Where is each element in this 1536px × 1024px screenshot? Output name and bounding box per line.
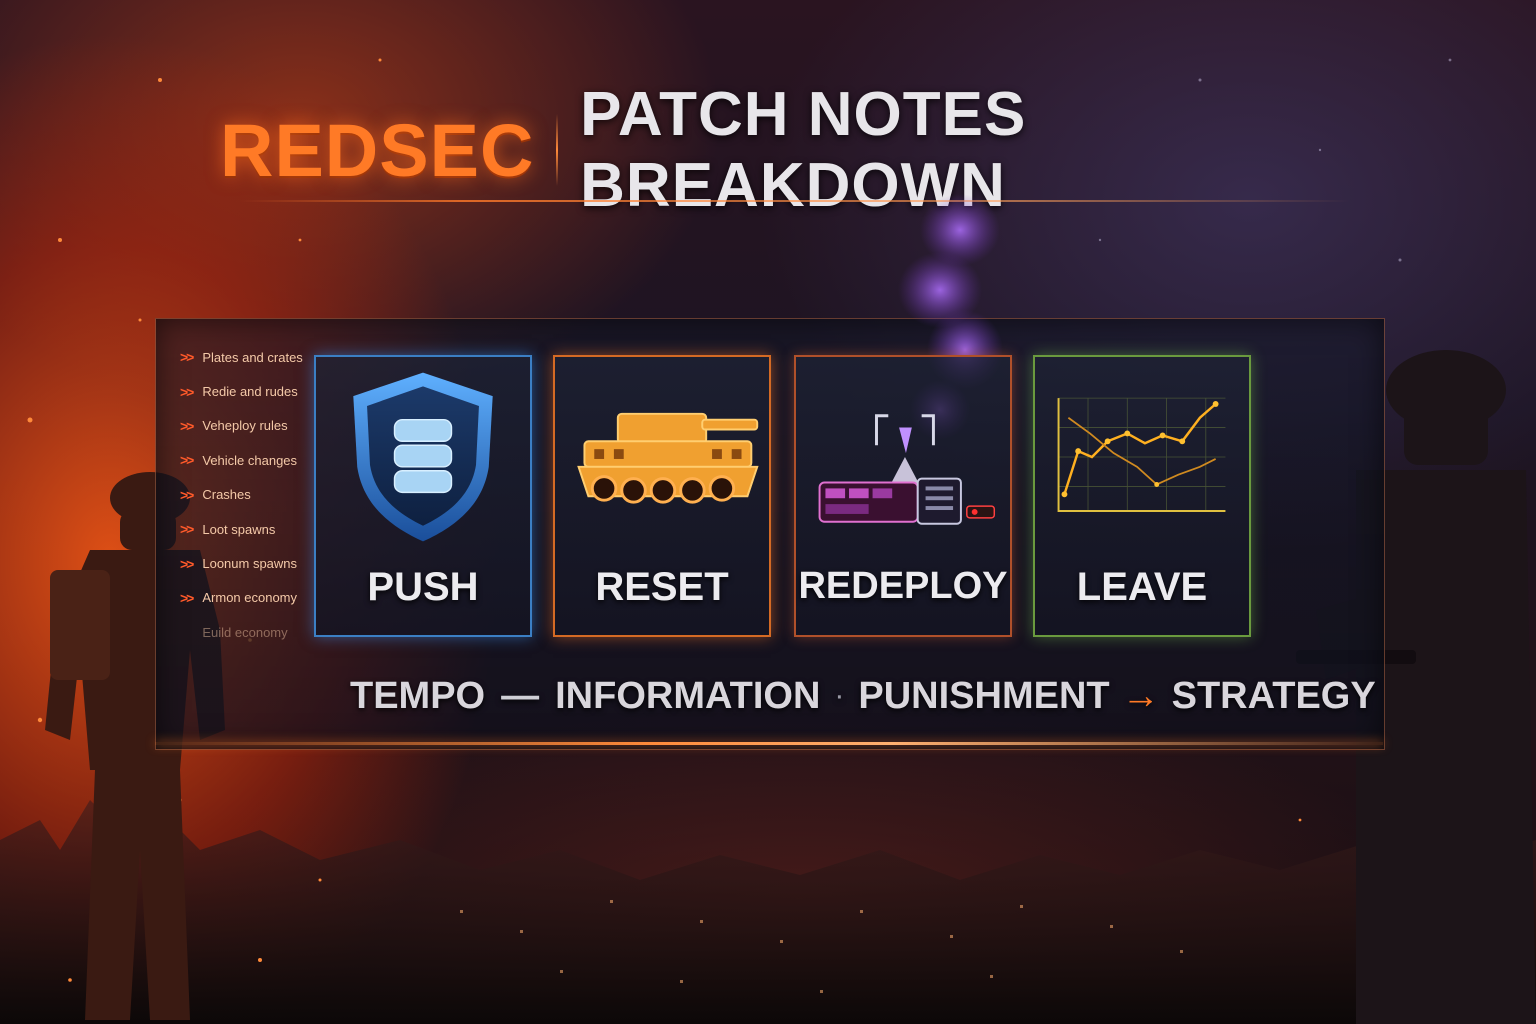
- tagline-information: INFORMATION: [555, 674, 821, 717]
- chevron-right-icon: >>: [180, 349, 194, 366]
- tagline-dash: —: [501, 674, 540, 717]
- chevron-right-icon: >>: [180, 417, 194, 434]
- city-skyline-background: [0, 800, 1536, 1024]
- redeploy-station-icon: [818, 414, 996, 525]
- card-reset: RESET: [553, 355, 771, 637]
- list-item: >>Crashes: [180, 486, 251, 503]
- list-item: >>Loot spawns: [180, 521, 276, 538]
- chevron-right-icon: >>: [180, 383, 194, 400]
- tagline-dot: ·: [834, 679, 845, 712]
- brand-title: REDSEC: [220, 108, 535, 192]
- title-row: REDSEC PATCH NOTES BREAKDOWN: [220, 80, 1360, 220]
- tagline-punishment: PUNISHMENT: [858, 674, 1110, 717]
- card-push: PUSH: [314, 355, 532, 637]
- list-item: >>Redie and rudes: [180, 383, 298, 400]
- chevron-right-icon: >>: [180, 589, 194, 606]
- panel-glow-line: [155, 742, 1383, 745]
- list-item: >>Vehicle changes: [180, 452, 298, 469]
- chevron-right-icon: >>: [180, 452, 194, 469]
- line-graph-icon: [1057, 397, 1226, 512]
- card-redeploy-label: REDEPLOY: [798, 565, 1008, 607]
- shield-stack-icon: [353, 372, 493, 542]
- card-redeploy: REDEPLOY: [794, 355, 1012, 637]
- card-push-label: PUSH: [367, 565, 479, 609]
- chevron-right-icon: >>: [180, 486, 194, 503]
- chevron-right-icon: >>: [180, 555, 194, 572]
- list-item: >>Loonum spawns: [180, 555, 298, 572]
- arrow-right-icon: →: [1121, 674, 1160, 717]
- card-leave-label: LEAVE: [1076, 565, 1208, 609]
- list-item: >>Plates and crates: [180, 349, 303, 366]
- list-item: >>Veheploy rules: [180, 417, 288, 434]
- title-divider: [556, 114, 559, 186]
- card-leave: LEAVE: [1033, 355, 1251, 637]
- tank-icon: [577, 412, 759, 504]
- list-item: >>Euild economy: [202, 624, 288, 640]
- list-item: >>Armon economy: [180, 589, 298, 606]
- chevron-right-icon: >>: [180, 521, 194, 538]
- title-underline: [240, 200, 1350, 202]
- tagline-strategy: STRATEGY: [1171, 674, 1376, 717]
- patch-notes-list: >>Plates and crates >>Redie and rudes >>…: [180, 340, 320, 650]
- card-reset-label: RESET: [595, 565, 729, 609]
- tagline-tempo: TEMPO: [350, 674, 486, 717]
- tagline: TEMPO — INFORMATION · PUNISHMENT → STRAT…: [350, 668, 1376, 724]
